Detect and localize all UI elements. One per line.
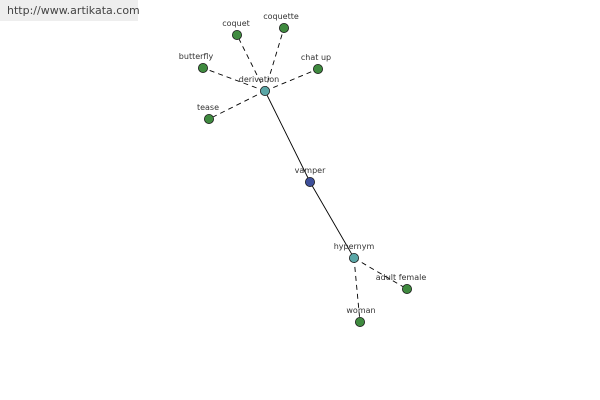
edge-hypernym-adult-female [353,257,408,290]
node-dot-vamper[interactable] [304,176,315,187]
node-label-coquet: coquet [222,19,250,28]
node-label-woman: woman [346,306,375,315]
node-dot-butterfly[interactable] [197,63,208,74]
edge-vamper-hypernym [309,181,355,259]
node-coquette[interactable]: coquette [263,12,299,33]
node-derivation[interactable]: derivation [239,75,279,97]
node-dot-derivation[interactable] [259,86,270,97]
node-label-hypernym: hypernym [334,242,375,251]
node-label-derivation: derivation [239,75,279,84]
node-vamper[interactable]: vamper [295,166,326,187]
nodes-layer: vamper derivation hypernym coquet coquette bu… [179,12,427,327]
node-dot-hypernym[interactable] [348,252,359,263]
edge-derivation-coquette [264,27,285,92]
node-dot-chat-up[interactable] [312,64,323,75]
edge-derivation-chat-up [264,68,319,92]
node-adult-female[interactable]: adult female [376,273,427,294]
node-dot-woman[interactable] [354,316,365,327]
node-label-butterfly: butterfly [179,52,214,61]
node-label-coquette: coquette [263,12,299,21]
node-dot-coquet[interactable] [231,29,242,40]
node-dot-tease[interactable] [203,114,214,125]
site-watermark[interactable]: http://www.artikata.com [0,0,140,21]
node-chat-up[interactable]: chat up [301,53,331,75]
node-label-tease: tease [197,103,219,112]
edge-hypernym-woman [353,257,361,323]
node-label-chat-up: chat up [301,53,331,62]
edge-derivation-butterfly [202,67,266,92]
edge-derivation-coquet [236,34,266,92]
node-hypernym[interactable]: hypernym [334,242,375,263]
node-dot-coquette[interactable] [278,22,289,33]
node-butterfly[interactable]: butterfly [179,52,214,74]
node-woman[interactable]: woman [346,306,376,327]
node-label-vamper: vamper [295,166,326,175]
edge-vamper-derivation [264,90,311,183]
node-tease[interactable]: tease [197,103,219,125]
node-coquet[interactable]: coquet [222,19,250,40]
node-label-adult-female: adult female [376,273,427,282]
edges-layer [202,27,408,323]
node-dot-adult-female[interactable] [401,283,412,294]
edge-derivation-tease [208,90,266,120]
